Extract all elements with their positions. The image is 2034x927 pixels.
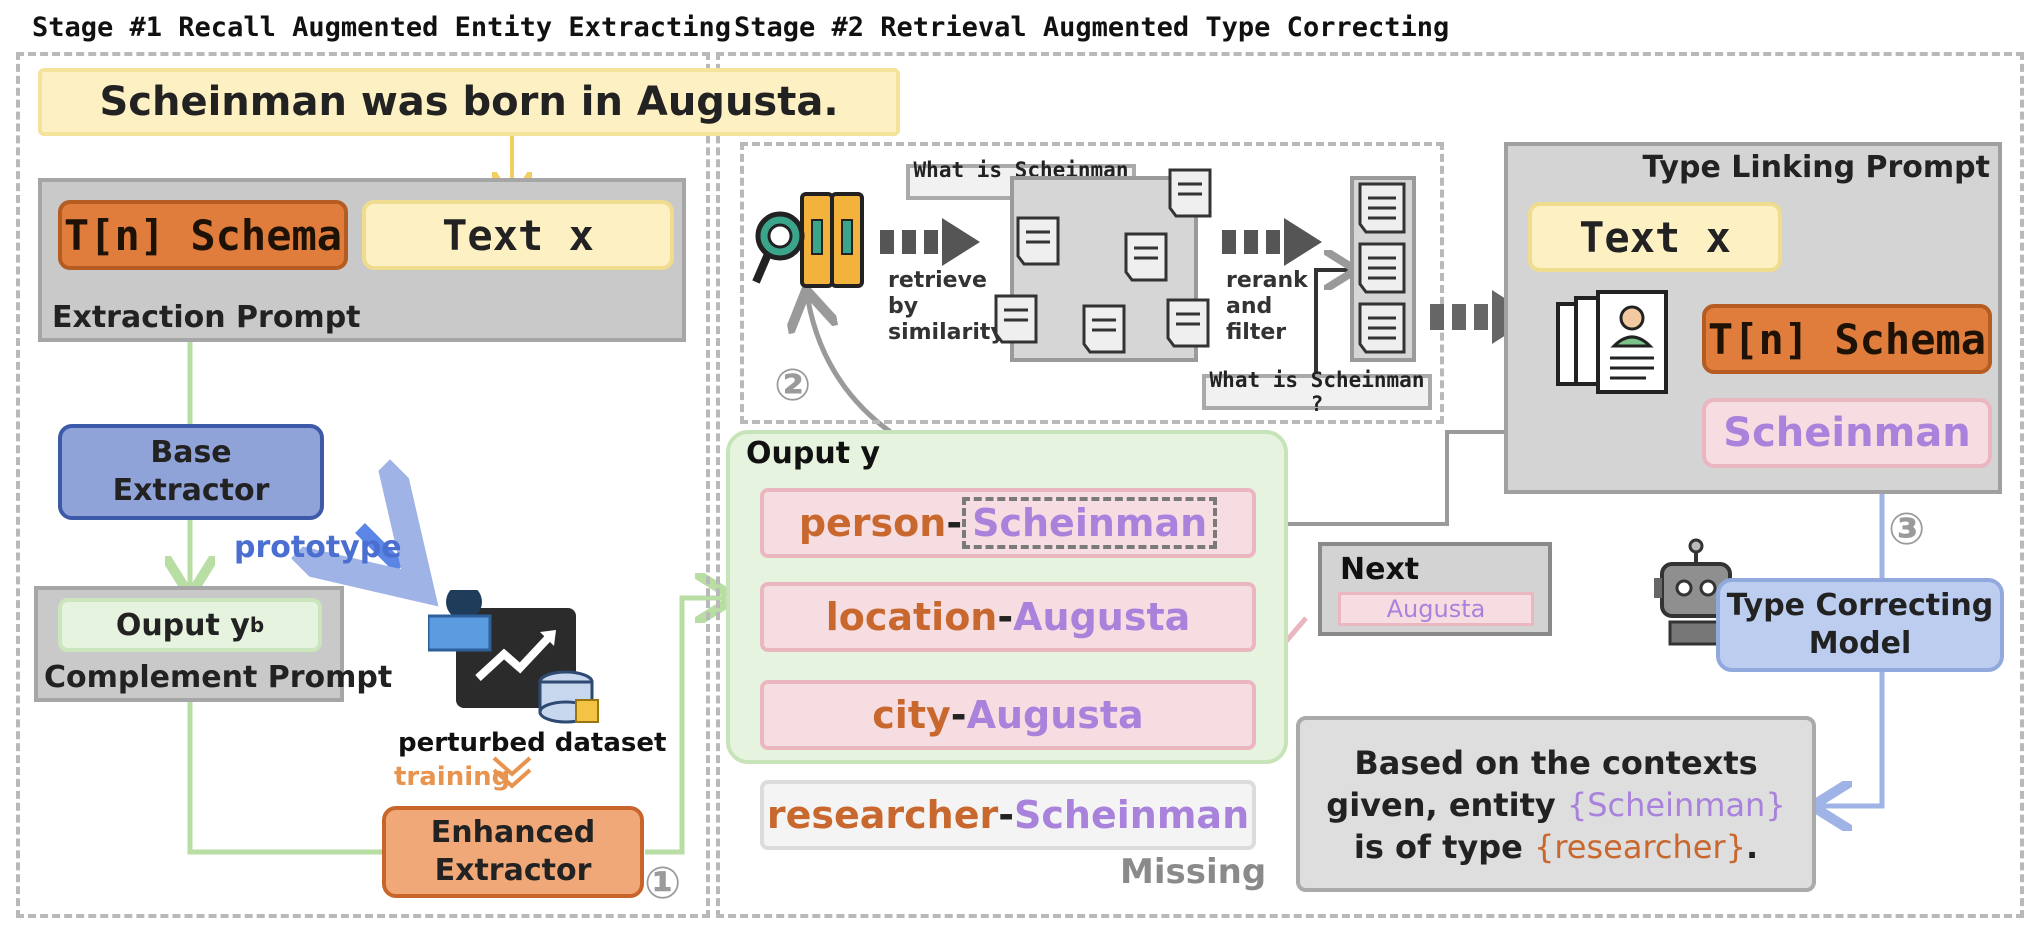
rerank-line1: rerank (1226, 268, 1308, 293)
rerank-text: rerank and filter (1226, 268, 1308, 346)
entity-location: location-Augusta (760, 582, 1256, 652)
rerank-line3: filter (1226, 320, 1287, 345)
tlp-entity: Scheinman (1702, 398, 1992, 468)
stage2-title: Stage #2 Retrieval Augmented Type Correc… (734, 12, 1450, 43)
result-line3: is of type {researcher}. (1300, 826, 1812, 868)
tlp-text-x: Text x (1528, 202, 1782, 272)
prototype-arrow (360, 528, 400, 568)
result-line2a: given, entity (1326, 786, 1567, 824)
stage1-title: Stage #1 Recall Augmented Entity Extract… (32, 12, 731, 43)
retriever-icon (752, 190, 868, 294)
enhanced-to-output-line (645, 598, 725, 855)
entity-city-type: city (872, 693, 951, 737)
type-correcting-line1: Type Correcting (1726, 588, 1994, 623)
stage2-region (716, 52, 2024, 918)
output-yb-text: Ouput y (115, 607, 250, 643)
result-box: Based on the contexts given, entity {Sch… (1296, 716, 1816, 892)
type-linking-prompt-panel: Type Linking Prompt Text x T[n] Schema S… (1504, 142, 2002, 494)
next-label: Next (1340, 552, 1420, 587)
extraction-prompt-panel: T[n] Schema Text x Extraction Prompt (38, 178, 686, 342)
robot-icon (1652, 538, 1742, 648)
result-line1: Based on the contexts (1354, 744, 1758, 782)
perturbed-dataset-icon (428, 590, 608, 730)
entity-person-type: person (798, 501, 947, 545)
result-type: {researcher} (1533, 828, 1746, 866)
entity-person: person-Scheinman (760, 488, 1256, 558)
tlp-entity-text: Scheinman (1723, 410, 1971, 456)
rerank-line2: and (1226, 294, 1273, 319)
retrieve-line1: retrieve (888, 268, 987, 293)
retrieve-line2: by (888, 294, 919, 319)
training-label: training (394, 762, 511, 792)
entity-city-name: Augusta (966, 693, 1144, 737)
complement-prompt-label: Complement Prompt (44, 660, 393, 695)
retrieve-text: retrieve by similarity (888, 268, 1005, 346)
enhanced-extractor-line2: Extractor (434, 853, 592, 888)
enhanced-extractor-line1: Enhanced (430, 815, 596, 850)
type-correcting-line2: Model (1808, 626, 1912, 661)
document-icons (994, 168, 1212, 354)
entity-missing-name: Scheinman (1014, 793, 1250, 837)
step-1-marker: ① (644, 858, 682, 909)
step-2-marker: ② (774, 360, 812, 411)
result-entity: {Scheinman} (1566, 786, 1786, 824)
next-box: Next Augusta (1318, 542, 1552, 636)
entity-city: city-Augusta (760, 680, 1256, 750)
rerank-arrow (1222, 218, 1322, 266)
stage1-region (16, 52, 710, 918)
entity-city-sep: - (950, 693, 967, 737)
result-line2: given, entity {Scheinman} (1300, 784, 1812, 826)
text-x-box: Text x (362, 200, 674, 270)
entity-location-name: Augusta (1013, 595, 1191, 639)
model-to-result-line (1822, 672, 1885, 806)
entity-location-type: location (825, 595, 998, 639)
type-correcting-model: Type Correcting Model (1716, 578, 2004, 672)
entity-location-sep: - (997, 595, 1014, 639)
type-linking-title: Type Linking Prompt (1642, 150, 1990, 185)
query-bottom: What is Scheinman ? (1202, 368, 1432, 416)
ranked-doc-icons (1358, 182, 1406, 354)
output-yb-sup: b (249, 613, 265, 637)
training-chevrons (492, 756, 532, 789)
retrieve-arrow (880, 218, 980, 266)
step-3-marker: ③ (1888, 504, 1926, 555)
enhanced-extractor: Enhanced Extractor (382, 806, 644, 898)
entity-person-name: Scheinman (962, 497, 1218, 549)
retrieve-line3: similarity (888, 320, 1005, 345)
next-value: Augusta (1338, 592, 1534, 626)
entity-missing: researcher-Scheinman (760, 780, 1256, 850)
complement-to-enhanced-line (187, 702, 382, 855)
result-line3b: . (1745, 828, 1759, 866)
perturbed-dataset-label: perturbed dataset (398, 728, 667, 758)
result-line3a: is of type (1353, 828, 1534, 866)
tlp-schema: T[n] Schema (1702, 304, 1992, 374)
entity-person-sep: - (946, 501, 963, 545)
output-panel-title: Ouput y (746, 436, 881, 471)
base-extractor: Base Extractor (58, 424, 324, 520)
profile-docs-icon (1554, 290, 1694, 400)
rerank-pointer (1314, 270, 1348, 376)
entity-missing-type: researcher (766, 793, 999, 837)
base-extractor-line1: Base (150, 435, 232, 470)
schema-box: T[n] Schema (58, 200, 348, 270)
entity-missing-sep: - (998, 793, 1015, 837)
prototype-label: prototype (234, 530, 402, 565)
input-sentence: Scheinman was born in Augusta. (38, 68, 900, 136)
base-extractor-line2: Extractor (112, 473, 270, 508)
extraction-prompt-label: Extraction Prompt (52, 300, 361, 335)
retrieval-region (740, 142, 1444, 424)
missing-label: Missing (1120, 852, 1267, 892)
